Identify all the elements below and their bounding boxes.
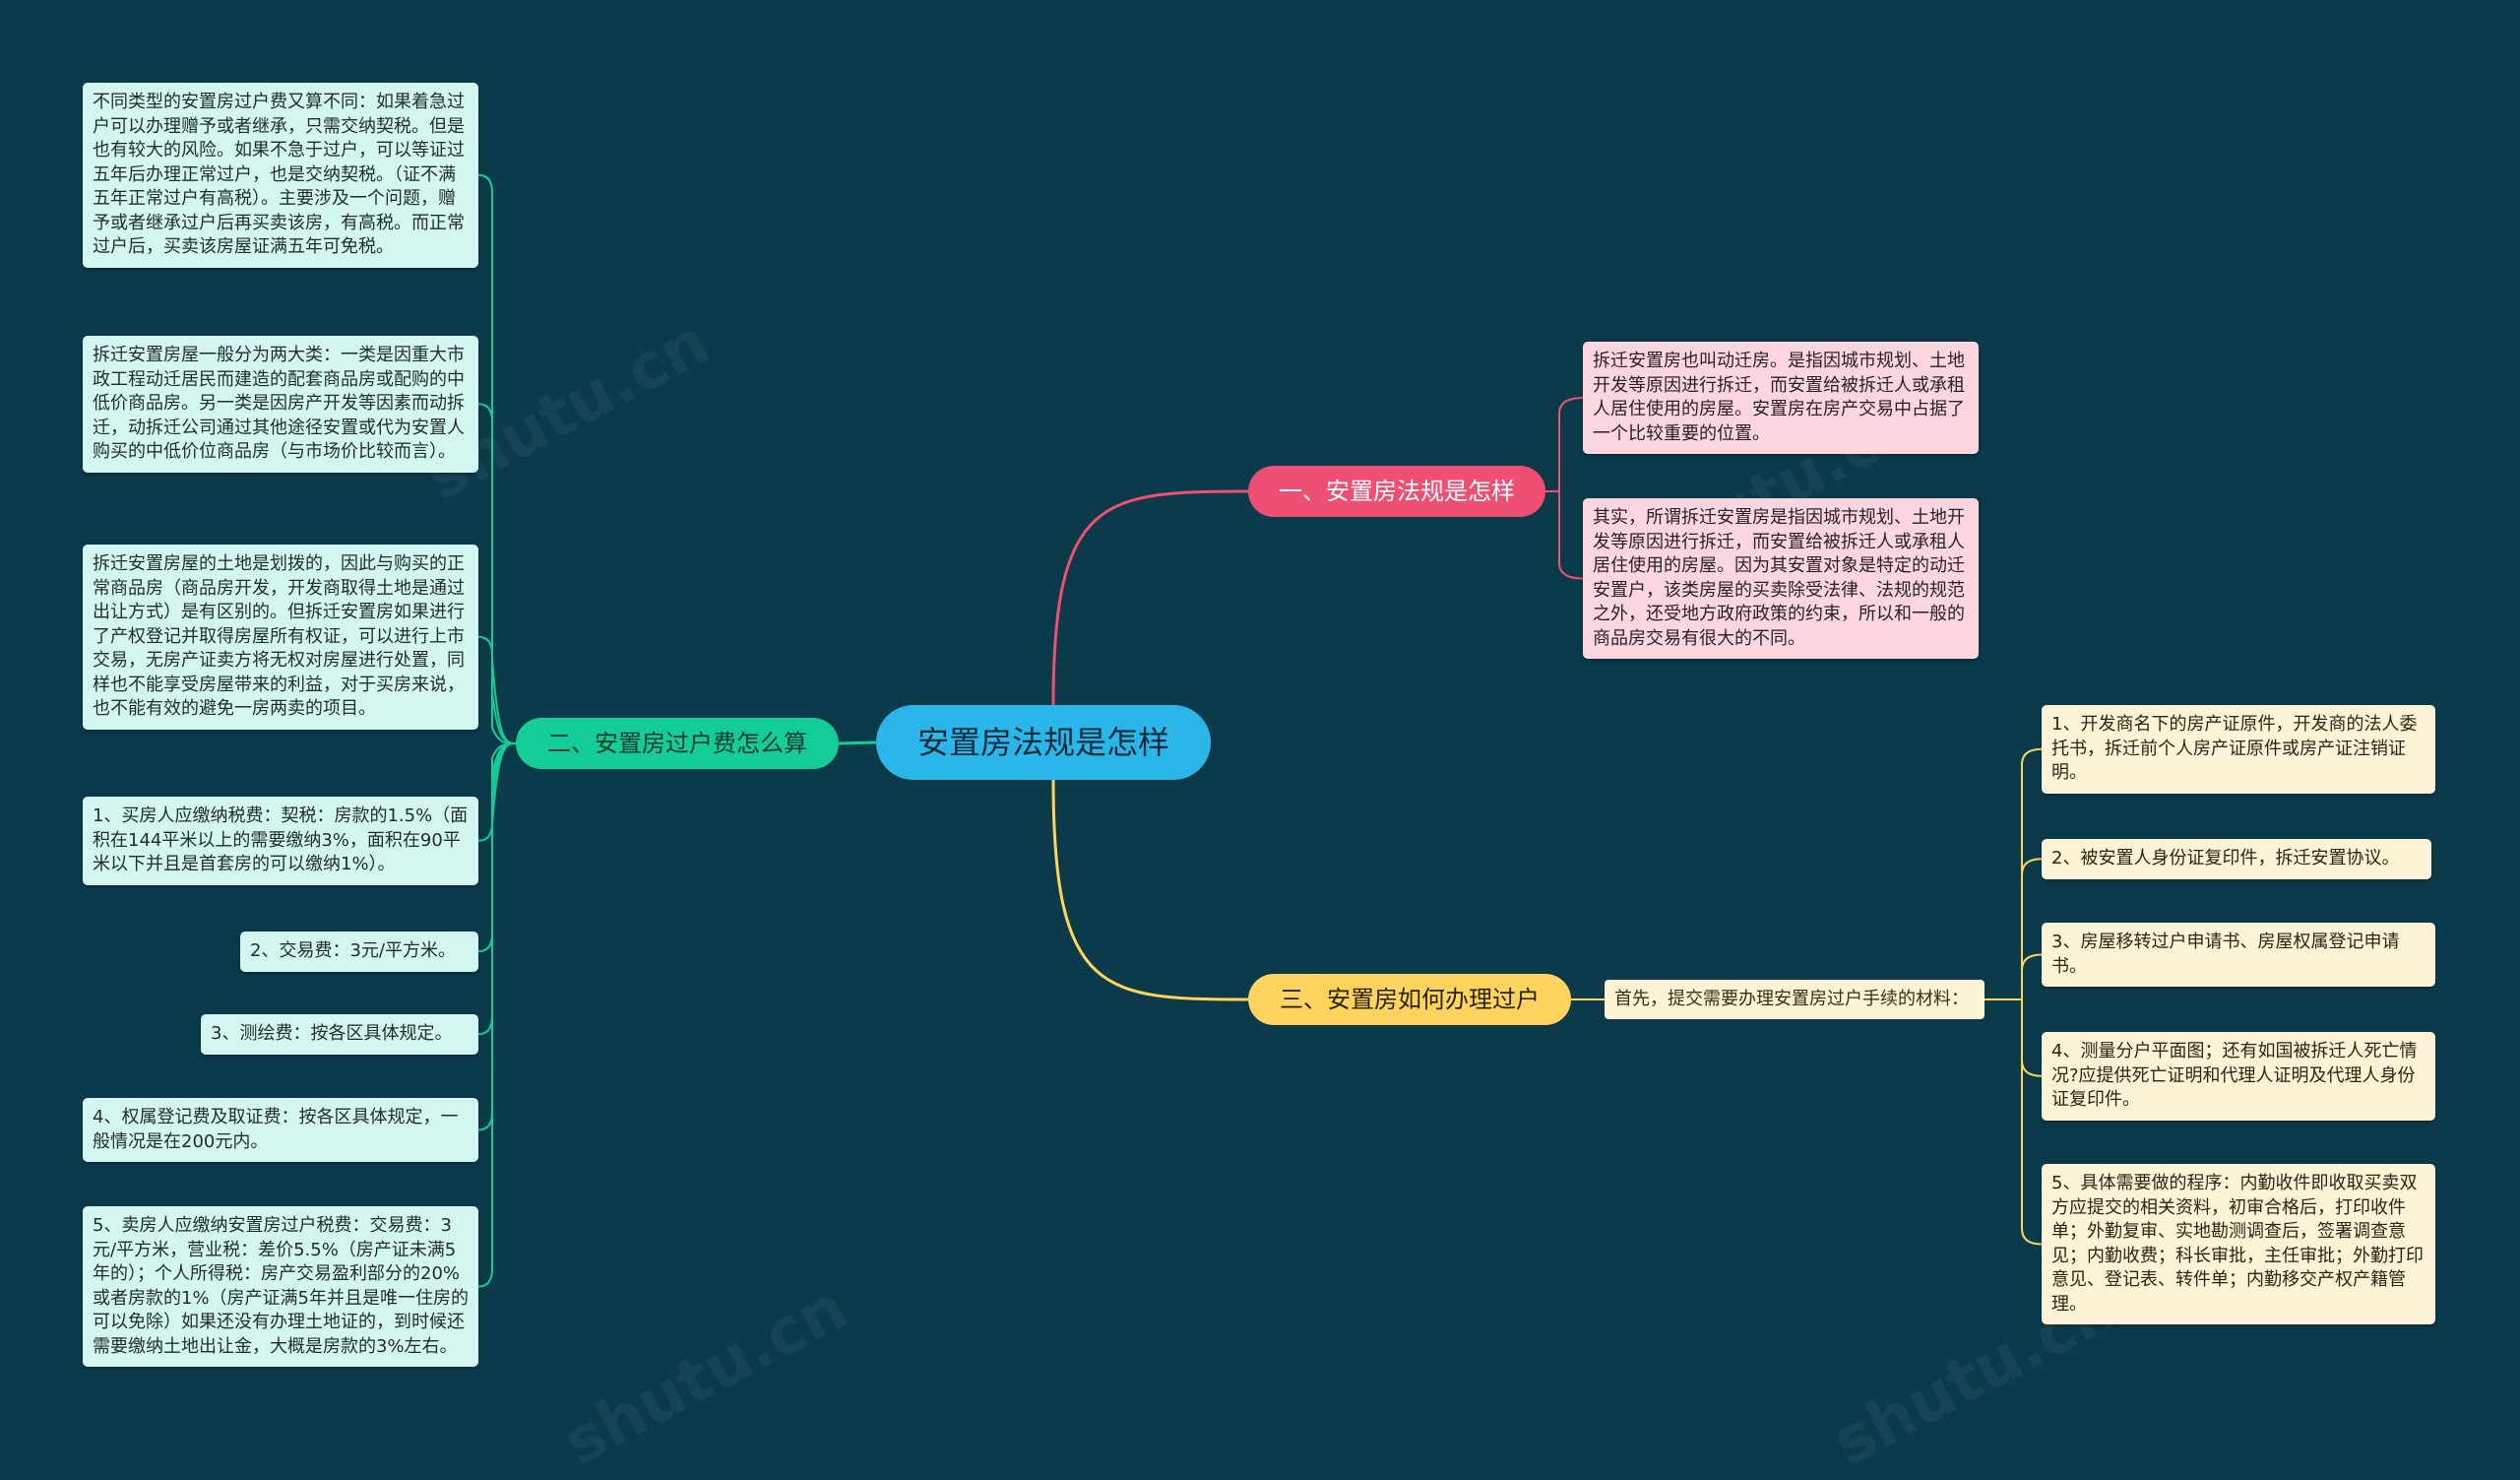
edge-leaf-material-1 — [1984, 747, 2043, 1000]
edge-leaf-definition — [1544, 397, 1584, 492]
edge-leaf-explanation — [1544, 490, 1584, 580]
leaf-material-4[interactable]: 4、测量分户平面图；还有如国被拆迁人死亡情况?应提供死亡证明和代理人证明及代理人… — [2042, 1032, 2435, 1121]
leaf-house-category[interactable]: 拆迁安置房屋一般分为两大类：一类是因重大市政工程动迁居民而建造的配套商品房或配购… — [83, 336, 478, 473]
edge-leaf-material-2 — [1984, 858, 2043, 1000]
leaf-explanation[interactable]: 其实，所谓拆迁安置房是指因城市规划、土地开发等原因进行拆迁，而安置给被拆迁人或承… — [1583, 498, 1979, 659]
edge-leaf-land-allocation — [477, 635, 517, 744]
branch-topic-2[interactable]: 二、安置房过户费怎么算 — [516, 718, 839, 769]
leaf-survey-fee[interactable]: 3、测绘费：按各区具体规定。 — [201, 1014, 478, 1055]
branch-topic-3[interactable]: 三、安置房如何办理过户 — [1248, 974, 1571, 1025]
leaf-procedure[interactable]: 5、具体需要做的程序：内勤收件即收取买卖双方应提交的相关资料，初审合格后，打印收… — [2042, 1164, 2435, 1324]
leaf-fee-type[interactable]: 不同类型的安置房过户费又算不同：如果着急过户可以办理赠予或者继承，只需交纳契税。… — [83, 83, 478, 268]
leaf-material-3[interactable]: 3、房屋移转过户申请书、房屋权属登记申请书。 — [2042, 923, 2435, 987]
edge-leaf-material-3 — [1984, 953, 2043, 1000]
edge-leaf-procedure — [1984, 998, 2043, 1246]
leaf-material-2[interactable]: 2、被安置人身份证复印件，拆迁安置协议。 — [2042, 839, 2431, 879]
edge-leaf-seller-tax — [477, 742, 517, 1288]
leaf-buyer-tax[interactable]: 1、买房人应缴纳税费：契税：房款的1.5%（面积在144平米以上的需要缴纳3%，… — [83, 797, 478, 885]
edge-root-branch-1 — [1051, 489, 1250, 707]
edge-root-branch-2 — [837, 740, 878, 745]
edge-root-branch-3 — [1051, 778, 1250, 1001]
edge-leaf-material-4 — [1984, 998, 2043, 1077]
leaf-registration-fee[interactable]: 4、权属登记费及取证费：按各区具体规定，一般情况是在200元内。 — [83, 1098, 478, 1162]
leaf-land-allocation[interactable]: 拆迁安置房屋的土地是划拨的，因此与购买的正常商品房（商品房开发，开发商取得土地是… — [83, 545, 478, 730]
leaf-material-1[interactable]: 1、开发商名下的房产证原件，开发商的法人委托书，拆迁前个人房产证原件或房产证注销… — [2042, 705, 2435, 794]
root-topic[interactable]: 安置房法规是怎样 — [876, 705, 1211, 780]
edge-leaf-registration-fee — [477, 742, 517, 1131]
leaf-seller-tax[interactable]: 5、卖房人应缴纳安置房过户税费：交易费：3元/平方米，营业税：差价5.5%（房产… — [83, 1206, 478, 1367]
edge-leaf-fee-type — [477, 173, 517, 744]
edge-leaf-house-category — [477, 403, 517, 744]
edge-leaf-survey-fee — [477, 742, 517, 1036]
materials-intro[interactable]: 首先，提交需要办理安置房过户手续的材料： — [1605, 980, 1984, 1019]
leaf-definition[interactable]: 拆迁安置房也叫动迁房。是指因城市规划、土地开发等原因进行拆迁，而安置给被拆迁人或… — [1583, 342, 1979, 454]
branch-topic-1[interactable]: 一、安置房法规是怎样 — [1248, 466, 1545, 517]
leaf-transaction-fee[interactable]: 2、交易费：3元/平方米。 — [240, 932, 478, 972]
